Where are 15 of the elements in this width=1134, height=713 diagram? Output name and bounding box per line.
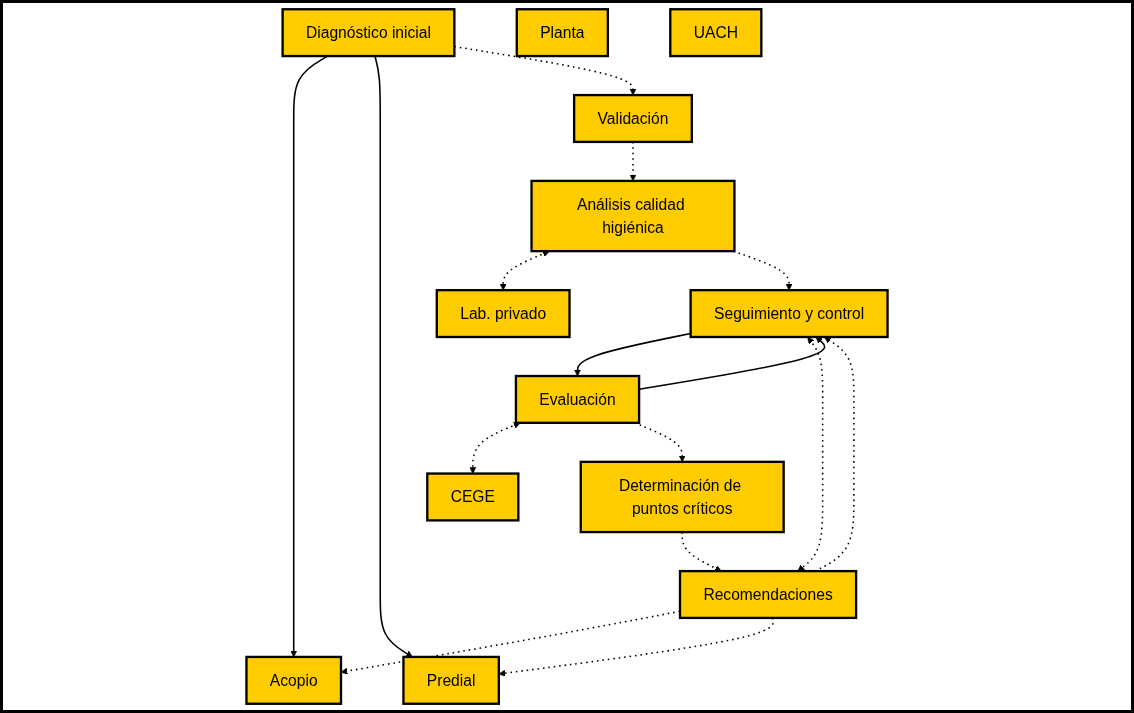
node-box: Seguimiento y control — [689, 289, 889, 339]
node-box: CEGE — [426, 472, 520, 522]
node-box: Determinación de puntos críticos — [579, 460, 785, 534]
node-box: Lab. privado — [435, 289, 571, 339]
node-box: Diagnóstico inicial — [281, 8, 456, 58]
node-box: UACH — [669, 8, 763, 58]
node-box: Planta — [515, 8, 610, 58]
node-box: Acopio — [245, 655, 343, 705]
node-box: Recomendaciones — [678, 569, 858, 620]
node-box: Análisis calidad higiénica — [530, 179, 736, 253]
node-box: Validación — [572, 93, 693, 144]
node-box: Evaluación — [514, 374, 641, 424]
arrow — [469, 422, 521, 474]
arrow — [797, 336, 824, 572]
node-box: Predial — [402, 655, 500, 705]
